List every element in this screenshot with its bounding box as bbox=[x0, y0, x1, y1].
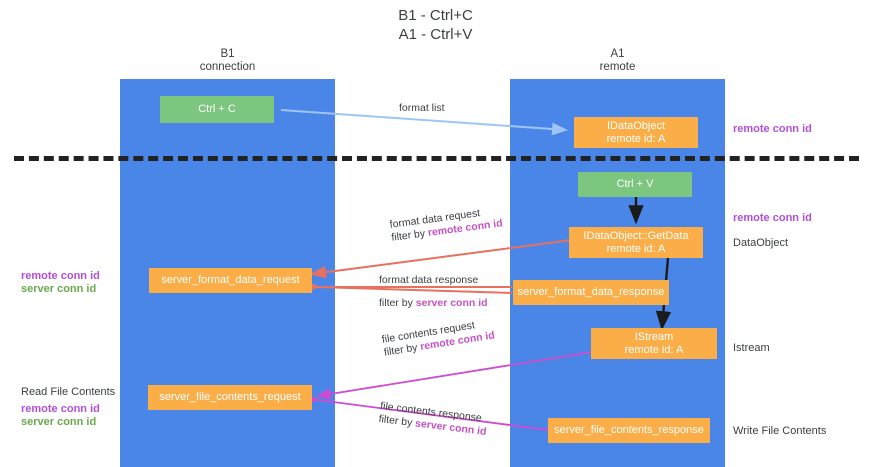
column-b1-sub: connection bbox=[199, 61, 256, 73]
node-istream-line2: remote id: A bbox=[624, 343, 684, 356]
edge-format-data-response-filter: filter by server conn id bbox=[379, 297, 488, 310]
annotation-write-file-contents: Write File Contents bbox=[733, 425, 827, 437]
column-header-b1: B1 connection bbox=[120, 48, 335, 74]
node-server-file-contents-request[interactable]: server_file_contents_request bbox=[148, 385, 312, 410]
filter-prefix: filter by bbox=[379, 297, 416, 309]
node-server-format-data-response-label: server_format_data_response bbox=[517, 286, 665, 298]
node-istream[interactable]: IStream remote id: A bbox=[591, 328, 717, 359]
annotation-left-server-conn: server conn id bbox=[21, 283, 97, 295]
node-getdata[interactable]: IDataObject::GetData remote id: A bbox=[569, 227, 703, 258]
filter-key: server conn id bbox=[415, 297, 488, 309]
node-server-format-data-request[interactable]: server_format_data_request bbox=[149, 268, 312, 293]
annotation-left-remote-conn: remote conn id bbox=[21, 270, 100, 282]
node-server-format-data-request-label: server_format_data_request bbox=[161, 274, 300, 286]
node-istream-line1: IStream bbox=[634, 330, 674, 343]
annotation-remote-conn-top: remote conn id bbox=[733, 123, 812, 135]
edge-format-data-response-text: format data response bbox=[379, 274, 479, 286]
edge-label-format-data-response: format data response filter by server co… bbox=[379, 274, 488, 310]
node-ctrl-v-label: Ctrl + V bbox=[616, 178, 654, 190]
node-ctrl-v[interactable]: Ctrl + V bbox=[578, 172, 692, 197]
annotation-istream: Istream bbox=[733, 342, 770, 354]
edge-label-format-list: format list bbox=[399, 102, 445, 115]
column-a1-sub: remote bbox=[599, 61, 636, 73]
diagram-title: B1 - Ctrl+C A1 - Ctrl+V bbox=[0, 6, 871, 44]
node-getdata-line1: IDataObject::GetData bbox=[583, 229, 689, 242]
node-idataobject[interactable]: IDataObject remote id: A bbox=[574, 117, 698, 148]
column-a1-name: A1 bbox=[610, 48, 625, 60]
title-line-1: B1 - Ctrl+C bbox=[398, 7, 473, 24]
section-divider bbox=[14, 156, 859, 161]
node-getdata-line2: remote id: A bbox=[606, 242, 666, 255]
node-server-file-contents-response-label: server_file_contents_response bbox=[554, 424, 704, 436]
annotation-dataobject: DataObject bbox=[733, 237, 789, 249]
annotation-read-file-contents: Read File Contents bbox=[21, 386, 116, 398]
node-idataobject-line1: IDataObject bbox=[606, 119, 666, 132]
annotation-left-remote-conn-2: remote conn id bbox=[21, 403, 100, 415]
column-b1-name: B1 bbox=[220, 48, 235, 60]
node-ctrl-c-label: Ctrl + C bbox=[198, 103, 236, 115]
node-server-file-contents-request-label: server_file_contents_request bbox=[159, 391, 301, 403]
title-line-2: A1 - Ctrl+V bbox=[398, 26, 473, 43]
annotation-left-server-conn-2: server conn id bbox=[21, 416, 97, 428]
annotation-remote-conn-mid: remote conn id bbox=[733, 212, 812, 224]
edge-format-list-text: format list bbox=[399, 102, 445, 114]
column-header-a1: A1 remote bbox=[510, 48, 725, 74]
node-idataobject-line2: remote id: A bbox=[606, 132, 666, 145]
node-server-file-contents-response[interactable]: server_file_contents_response bbox=[548, 418, 710, 443]
node-server-format-data-response[interactable]: server_format_data_response bbox=[513, 280, 669, 305]
node-ctrl-c[interactable]: Ctrl + C bbox=[160, 96, 274, 123]
